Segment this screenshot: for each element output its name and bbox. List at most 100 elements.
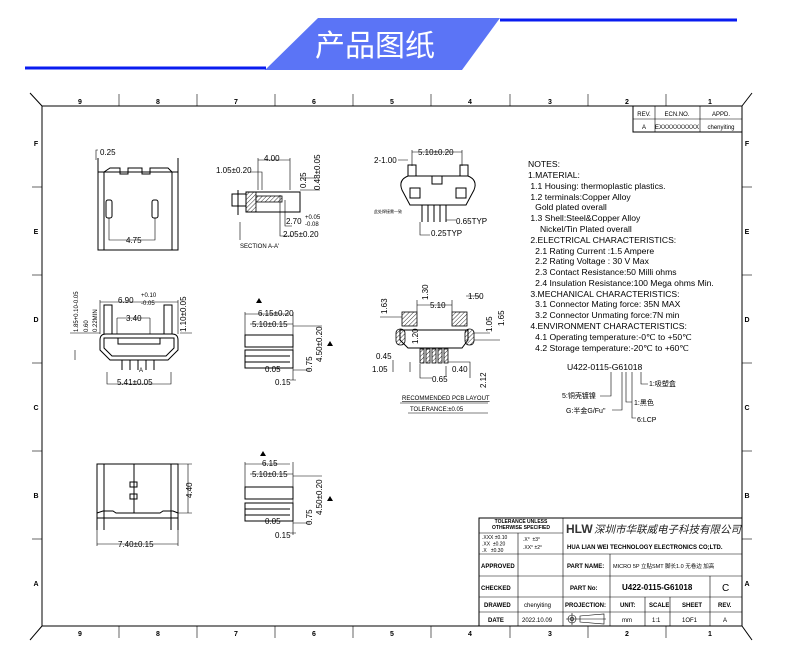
part-code: U422-0115-G61018 (567, 362, 643, 372)
note-line: 2.1 Rating Current :1.5 Ampere (528, 246, 654, 256)
view-rear: 5.10±0.20 2-1.00 0.65TYP 0.25TYP 此处焊接需一致 (374, 148, 487, 238)
company-logo: HLW (566, 522, 593, 536)
ecn-value: EXXXXXXXXXX (655, 125, 699, 131)
callout: 5:铜壳镀镍 (562, 391, 596, 400)
projection-symbol-icon (566, 613, 606, 625)
triangle-marker (260, 451, 266, 456)
banner-title: 产品图纸 (315, 29, 435, 64)
column-labels-bottom: 9 8 7 6 5 4 3 2 1 (78, 631, 712, 638)
tolerance-linear: .X ±0.30 (482, 548, 504, 554)
view-bottom: 4.40 7.40±0.15 (96, 463, 194, 549)
dim-tolerance: +0.10 (141, 293, 157, 299)
sheet-value: 1OF1 (682, 618, 698, 624)
callout: 1:黑色 (634, 398, 654, 407)
row-label: E (34, 229, 39, 236)
col-label: 1 (708, 631, 712, 638)
dim-label: 1.20 (411, 328, 420, 344)
rev-value: A (642, 125, 646, 131)
col-label: 7 (234, 99, 238, 106)
part-no-label: PART No: (570, 586, 598, 592)
revision-block: REV. ECN.NO. APPD. A EXXXXXXXXXX chenyit… (632, 105, 743, 133)
dim-label: 0.65 (432, 375, 448, 384)
dim-label: 6.15 (262, 459, 278, 468)
view-front-top: 0.25 4.75 (95, 148, 179, 251)
dim-label: 0.15 (275, 531, 291, 540)
dim-label: 1.63 (380, 298, 389, 314)
approved-label: APPROVED (481, 564, 515, 570)
dim-label: 4.50±0.20 (315, 326, 324, 362)
note-line: 4.1 Operating temperature:-0℃ to +50℃ (528, 332, 692, 342)
col-label: 5 (390, 631, 394, 638)
ecn-header: ECN.NO. (664, 112, 689, 118)
dim-label: 1.10±0.05 (179, 296, 188, 332)
note-line: 2.4 Insulation Resistance:100 Mega ohms … (528, 278, 714, 288)
unit-label: UNIT: (620, 603, 635, 609)
callout: 6:LCP (637, 417, 657, 424)
dim-label: 0.75 (305, 356, 314, 372)
date-label: DATE (488, 618, 504, 624)
dim-label: 5.10±0.15 (252, 320, 288, 329)
tolerance-linear: .XXX ±0.10 (482, 535, 507, 541)
rear-note: 此处焊接需一致 (374, 208, 402, 214)
part-no-value: U422-0115-G61018 (622, 583, 693, 592)
note-line: Nickel/Tin Plated overall (528, 224, 632, 234)
banner-shape (265, 18, 500, 70)
note-line: 1.MATERIAL: (528, 170, 580, 180)
dim-label: 2-1.00 (374, 156, 397, 165)
col-label: 8 (156, 99, 160, 106)
note-line: 2.3 Contact Resistance:50 Milli ohms (528, 267, 677, 277)
triangle-marker (327, 496, 333, 501)
callout: 1:吸塑盒 (649, 379, 676, 388)
dim-tolerance: +0.05 (305, 215, 321, 221)
view-front-mid: 6.90 +0.10 -0.05 3.40 1.85+0.10-0.05 0.6… (70, 291, 192, 387)
dim-label: 4.75 (126, 236, 142, 245)
dim-label: 0.05 (265, 365, 281, 374)
checked-label: CHECKED (481, 586, 511, 592)
col-label: 9 (78, 631, 82, 638)
dim-label: 1.65 (497, 310, 506, 326)
sheet-label: SHEET (682, 603, 702, 609)
dim-label: 2.05±0.20 (283, 230, 319, 239)
dim-label: 4.00 (264, 154, 280, 163)
triangle-marker (256, 298, 262, 303)
dim-label: 1.30 (421, 284, 430, 300)
note-line: 4.2 Storage temperature:-20℃ to +60℃ (528, 343, 689, 353)
part-code-breakdown: U422-0115-G61018 1:吸塑盒 5:铜壳镀镍 1:黑色 G:半金G… (562, 362, 676, 424)
row-label: B (744, 493, 749, 500)
note-line: NOTES: (528, 159, 560, 169)
appd-value: chenyiting (707, 125, 734, 131)
dim-label: 4.40 (185, 482, 194, 498)
dim-label: 1.05 (485, 316, 494, 332)
dim-label: 0.22MIN (93, 309, 99, 332)
tolerance-linear: .XX ±0.20 (482, 542, 506, 548)
section-marker: A (139, 368, 143, 374)
appd-header: APPD. (712, 112, 730, 118)
dim-label: 0.40 (452, 365, 468, 374)
part-rev: C (722, 583, 729, 594)
triangle-marker (327, 341, 333, 346)
row-label: C (744, 405, 749, 412)
projection-label: PROJECTION: (565, 603, 606, 609)
row-label: F (34, 141, 39, 148)
dim-label: 3.40 (126, 314, 142, 323)
col-label: 2 (625, 99, 629, 106)
dim-label: 0.60 (84, 320, 90, 332)
callout: G:半金G/Fu" (566, 406, 606, 415)
part-name-value: MICRO 5P 立贴SMT 脚长1.0 无卷边 加高 (613, 562, 715, 570)
row-label: A (33, 581, 38, 588)
dim-label: 1.05 (372, 365, 388, 374)
scale-label: SCALE (649, 603, 669, 609)
notes: NOTES: 1.MATERIAL: 1.1 Housing: thermopl… (528, 159, 714, 353)
title-block: TOLERANCE UNLESS OTHERWISE SPECIFIED .XX… (478, 517, 743, 627)
col-label: 6 (312, 99, 316, 106)
dim-label: 2.70 (286, 217, 302, 226)
rev-value: A (723, 618, 727, 624)
col-label: 3 (548, 631, 552, 638)
dim-label: 7.40±0.15 (118, 540, 154, 549)
note-line: 2.ELECTRICAL CHARACTERISTICS: (528, 235, 676, 245)
dim-tolerance: -0.08 (305, 222, 319, 228)
col-label: 7 (234, 631, 238, 638)
date-value: 2022.10.09 (522, 618, 553, 624)
col-label: 5 (390, 99, 394, 106)
